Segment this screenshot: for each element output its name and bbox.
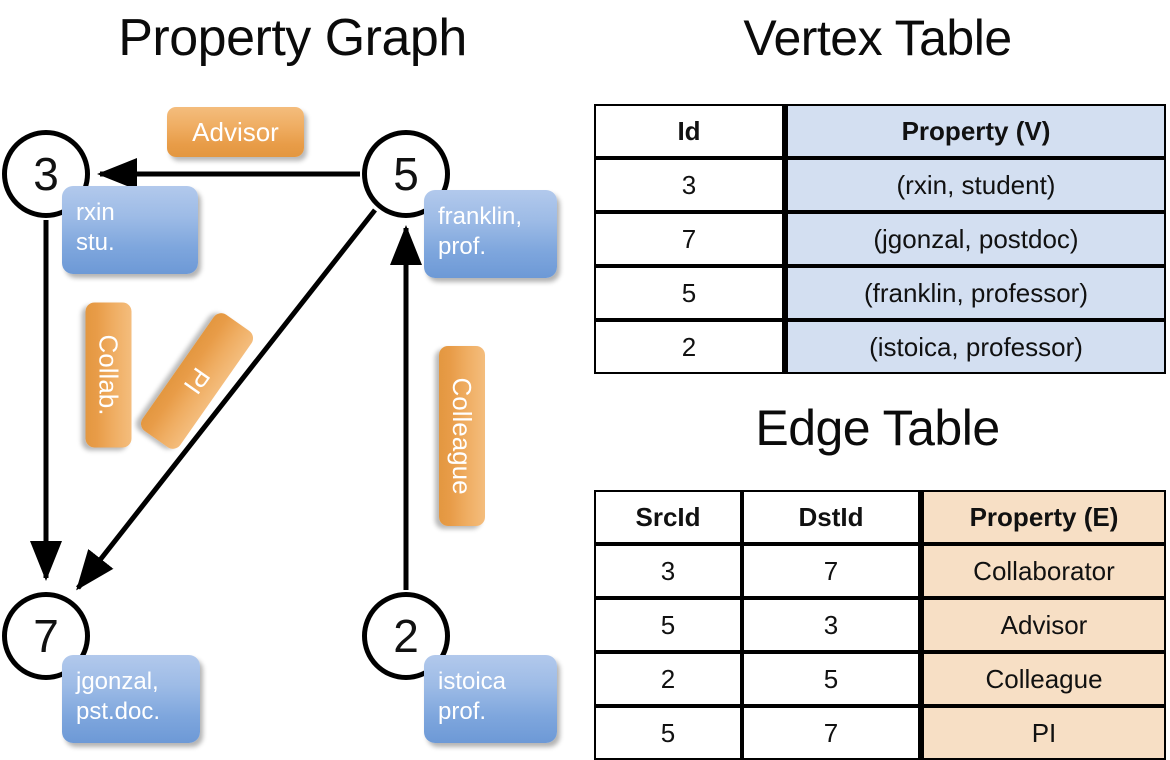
edge-cell-dstid: 5 <box>742 652 920 706</box>
graph-edge-lines <box>30 158 422 591</box>
edge-cell-dstid: 3 <box>742 598 920 652</box>
vertex-property-line-1: rxin <box>76 199 115 226</box>
vertex-property-line-2: prof. <box>438 698 487 725</box>
graph-node-5[interactable]: 5 <box>362 130 450 218</box>
edge-label-colleague: Colleague <box>439 346 485 526</box>
edge-cell-srcid: 2 <box>594 652 742 706</box>
graph-node-2[interactable]: 2 <box>362 592 450 680</box>
vertex-cell-property: (franklin, professor) <box>784 266 1166 320</box>
table-row[interactable]: 5 7 PI <box>594 706 1166 760</box>
edge-label-collab: Collab. <box>85 302 132 448</box>
vertex-property-line-2: pst.doc. <box>76 698 161 725</box>
edge-label-advisor: Advisor <box>167 107 304 157</box>
edge-cell-srcid: 5 <box>594 598 742 652</box>
edge-cell-property: Collaborator <box>920 544 1166 598</box>
edge-cell-property: Advisor <box>920 598 1166 652</box>
table-row[interactable]: 7 (jgonzal, postdoc) <box>594 212 1166 266</box>
edge-cell-srcid: 3 <box>594 544 742 598</box>
vertex-property-line-1: jgonzal, <box>76 668 159 695</box>
vertex-property-bubble-7: jgonzal, pst.doc. <box>62 655 200 743</box>
vertex-property-bubble-5: franklin, prof. <box>424 190 557 278</box>
edge-table-header-dstid: DstId <box>742 490 920 544</box>
table-row[interactable]: 2 5 Colleague <box>594 652 1166 706</box>
edge-table-header-srcid: SrcId <box>594 490 742 544</box>
edge-cell-property: Colleague <box>920 652 1166 706</box>
page-title-vertex-table: Vertex Table <box>743 10 1012 66</box>
vertex-table-header-property: Property (V) <box>784 104 1166 158</box>
vertex-property-line-2: prof. <box>438 233 487 260</box>
vertex-property-line-1: franklin, <box>438 203 523 230</box>
vertex-cell-property: (istoica, professor) <box>784 320 1166 374</box>
vertex-cell-id: 3 <box>594 158 784 212</box>
vertex-property-line-2: stu. <box>76 229 115 256</box>
vertex-table-header-id: Id <box>594 104 784 158</box>
vertex-property-bubble-2: istoica prof. <box>424 655 557 743</box>
table-row[interactable]: 5 3 Advisor <box>594 598 1166 652</box>
edge-cell-dstid: 7 <box>742 544 920 598</box>
table-row[interactable]: 3 (rxin, student) <box>594 158 1166 212</box>
edge-cell-dstid: 7 <box>742 706 920 760</box>
vertex-cell-id: 2 <box>594 320 784 374</box>
page-title-property-graph: Property Graph <box>118 9 467 67</box>
edge-cell-srcid: 5 <box>594 706 742 760</box>
vertex-cell-id: 7 <box>594 212 784 266</box>
table-row[interactable]: 2 (istoica, professor) <box>594 320 1166 374</box>
vertex-cell-property: (rxin, student) <box>784 158 1166 212</box>
vertex-cell-property: (jgonzal, postdoc) <box>784 212 1166 266</box>
table-row[interactable]: 3 7 Collaborator <box>594 544 1166 598</box>
property-graph-diagram: 3 5 7 2 rxin stu. franklin, prof. jgonza… <box>2 107 557 743</box>
edge-table: SrcId DstId Property (E) 3 7 Collaborato… <box>594 490 1166 760</box>
vertex-cell-id: 5 <box>594 266 784 320</box>
table-row[interactable]: 5 (franklin, professor) <box>594 266 1166 320</box>
vertex-table: Id Property (V) 3 (rxin, student) 7 (jgo… <box>594 104 1166 374</box>
edge-cell-property: PI <box>920 706 1166 760</box>
edge-5-to-7 <box>76 208 377 591</box>
table-header-row: Id Property (V) <box>594 104 1166 158</box>
table-header-row: SrcId DstId Property (E) <box>594 490 1166 544</box>
vertex-property-bubble-3: rxin stu. <box>62 186 198 274</box>
vertex-property-line-1: istoica <box>438 668 507 695</box>
edge-table-header-property: Property (E) <box>920 490 1166 544</box>
page-title-edge-table: Edge Table <box>755 400 1000 456</box>
